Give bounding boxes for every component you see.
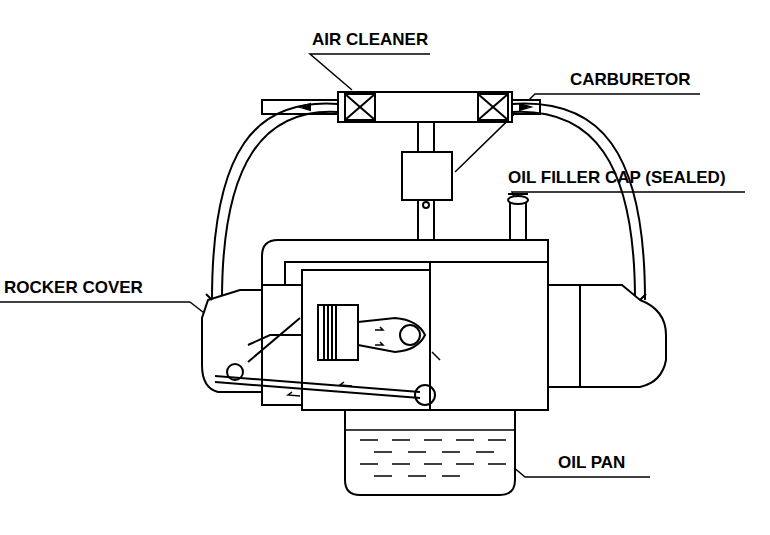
engine-body <box>202 262 666 410</box>
part-label: CARBURETOR <box>570 70 691 90</box>
carburetor <box>402 122 452 240</box>
part-label: OIL PAN <box>558 453 625 473</box>
part-label: OIL FILLER CAP (SEALED) <box>508 168 726 188</box>
part-label: AIR CLEANER <box>312 30 428 50</box>
oil-pan <box>345 410 515 495</box>
air-cleaner <box>262 92 540 122</box>
part-label: ROCKER COVER <box>4 278 143 298</box>
